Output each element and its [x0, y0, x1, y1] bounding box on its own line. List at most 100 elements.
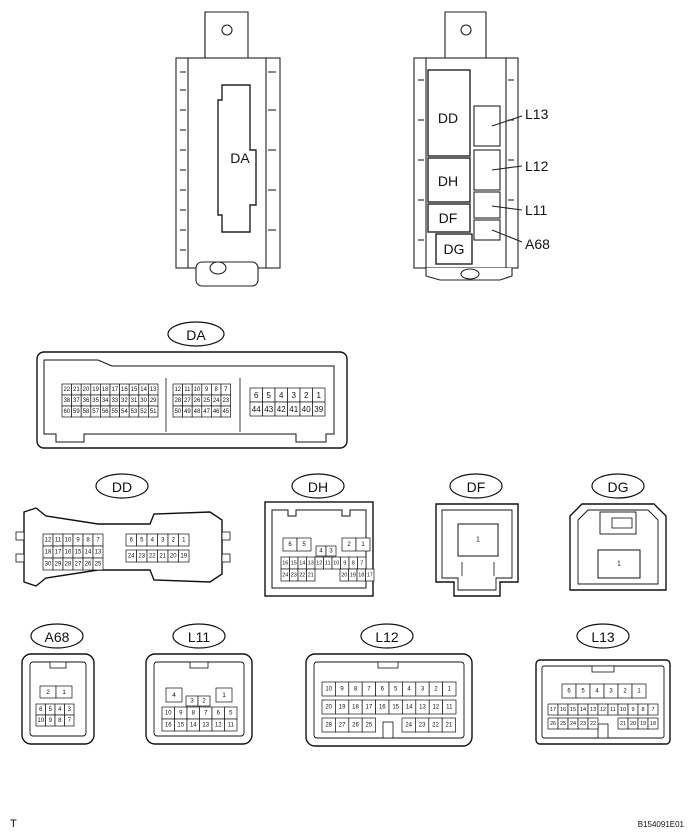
pin-number: 7: [360, 561, 363, 567]
pin-number: 9: [340, 687, 344, 693]
pin-cell: [197, 695, 211, 707]
pin-number: 3: [161, 538, 165, 544]
pin-number: 21: [620, 721, 626, 727]
pin-number: 23: [138, 554, 145, 560]
pin-number: 34: [102, 398, 109, 404]
pin-cell: [148, 405, 159, 418]
pin-cell: [361, 717, 376, 733]
pin-number: 8: [215, 387, 219, 393]
pin-number: 11: [446, 705, 453, 711]
pin-cell: [178, 549, 190, 563]
pin-number: 27: [184, 398, 191, 404]
pin-number: 20: [341, 573, 347, 579]
pin-cell: [647, 717, 659, 730]
connector-label-oval: [172, 623, 226, 649]
callout-l13: L13: [525, 106, 549, 122]
pin-number: 49: [184, 409, 191, 415]
pin-number: 21: [446, 723, 453, 729]
pin-number: 25: [203, 398, 210, 404]
connector-df: DF 1: [435, 473, 519, 597]
pin-number: 2: [172, 538, 176, 544]
callout-a68: A68: [525, 236, 550, 252]
pin-number: 14: [140, 387, 147, 393]
pin-number: 1: [448, 687, 452, 693]
pin-number: 5: [267, 391, 272, 400]
pin-number: 37: [73, 398, 80, 404]
pin-number: 19: [640, 721, 646, 727]
block-label-da: DA: [230, 150, 250, 166]
pin-number: 8: [192, 711, 196, 717]
pin-number: 6: [39, 707, 43, 713]
pin-dg-1: 1: [617, 561, 621, 568]
pin-number: 3: [329, 549, 333, 555]
pin-number: 45: [222, 409, 229, 415]
pin-number: 24: [213, 398, 220, 404]
pin-number: 10: [37, 718, 44, 724]
pin-number: 2: [304, 391, 309, 400]
pin-number: 22: [590, 721, 596, 727]
pin-number: 9: [179, 711, 183, 717]
pin-number: 3: [421, 687, 425, 693]
pin-number: 2: [623, 689, 627, 695]
connector-label-l13: L13: [591, 629, 615, 645]
pin-number: 2: [46, 689, 50, 696]
pin-number: 12: [316, 561, 322, 567]
pin-number: 23: [419, 723, 426, 729]
pin-number: 7: [204, 711, 208, 717]
pin-number: 1: [361, 542, 365, 548]
connector-label-dd: DD: [112, 479, 132, 495]
pin-cell: [178, 533, 190, 547]
pin-cell: [215, 687, 233, 703]
footer-figure-code: B154091E01: [637, 820, 684, 829]
pin-number: 14: [299, 561, 305, 567]
connector-label-dh: DH: [308, 479, 328, 495]
pin-number: 19: [92, 387, 99, 393]
pin-number: 18: [358, 573, 364, 579]
connector-dg: DG 1: [569, 473, 667, 591]
pin-number: 5: [581, 689, 585, 695]
pin-number: 20: [325, 705, 332, 711]
pin-number: 44: [252, 405, 261, 414]
pin-number: 29: [55, 562, 62, 568]
pin-number: 31: [131, 398, 138, 404]
pin-number: 21: [159, 554, 166, 560]
pin-cell: [647, 703, 659, 716]
connector-label-oval: [360, 623, 414, 649]
pin-number: 15: [75, 550, 82, 556]
pin-number: 56: [102, 409, 109, 415]
pin-number: 21: [308, 573, 314, 579]
pin-number: 1: [62, 689, 66, 696]
pin-number: 28: [325, 723, 332, 729]
pin-number: 10: [620, 707, 626, 713]
connector-label-oval: [449, 473, 503, 499]
pin-number: 25: [95, 562, 102, 568]
pin-cell: [306, 568, 316, 582]
pin-number: 7: [367, 687, 371, 693]
pin-number: 3: [68, 707, 72, 713]
pin-cell: [325, 545, 337, 557]
pin-cell: [92, 557, 104, 571]
pin-number: 6: [217, 711, 221, 717]
pin-number: 16: [379, 705, 386, 711]
pin-number: 51: [150, 409, 157, 415]
pin-cell: [55, 685, 73, 699]
pin-number: 24: [128, 554, 135, 560]
pin-number: 13: [308, 561, 314, 567]
pin-cell: [224, 718, 238, 732]
pin-number: 14: [406, 705, 413, 711]
pin-number: 5: [302, 542, 306, 548]
pin-number: 8: [641, 707, 644, 713]
pin-number: 8: [58, 718, 62, 724]
connector-label-l11: L11: [188, 629, 211, 645]
pin-number: 32: [121, 398, 128, 404]
pin-number: 50: [174, 409, 181, 415]
pin-cell: [442, 699, 457, 715]
pin-number: 10: [65, 538, 72, 544]
